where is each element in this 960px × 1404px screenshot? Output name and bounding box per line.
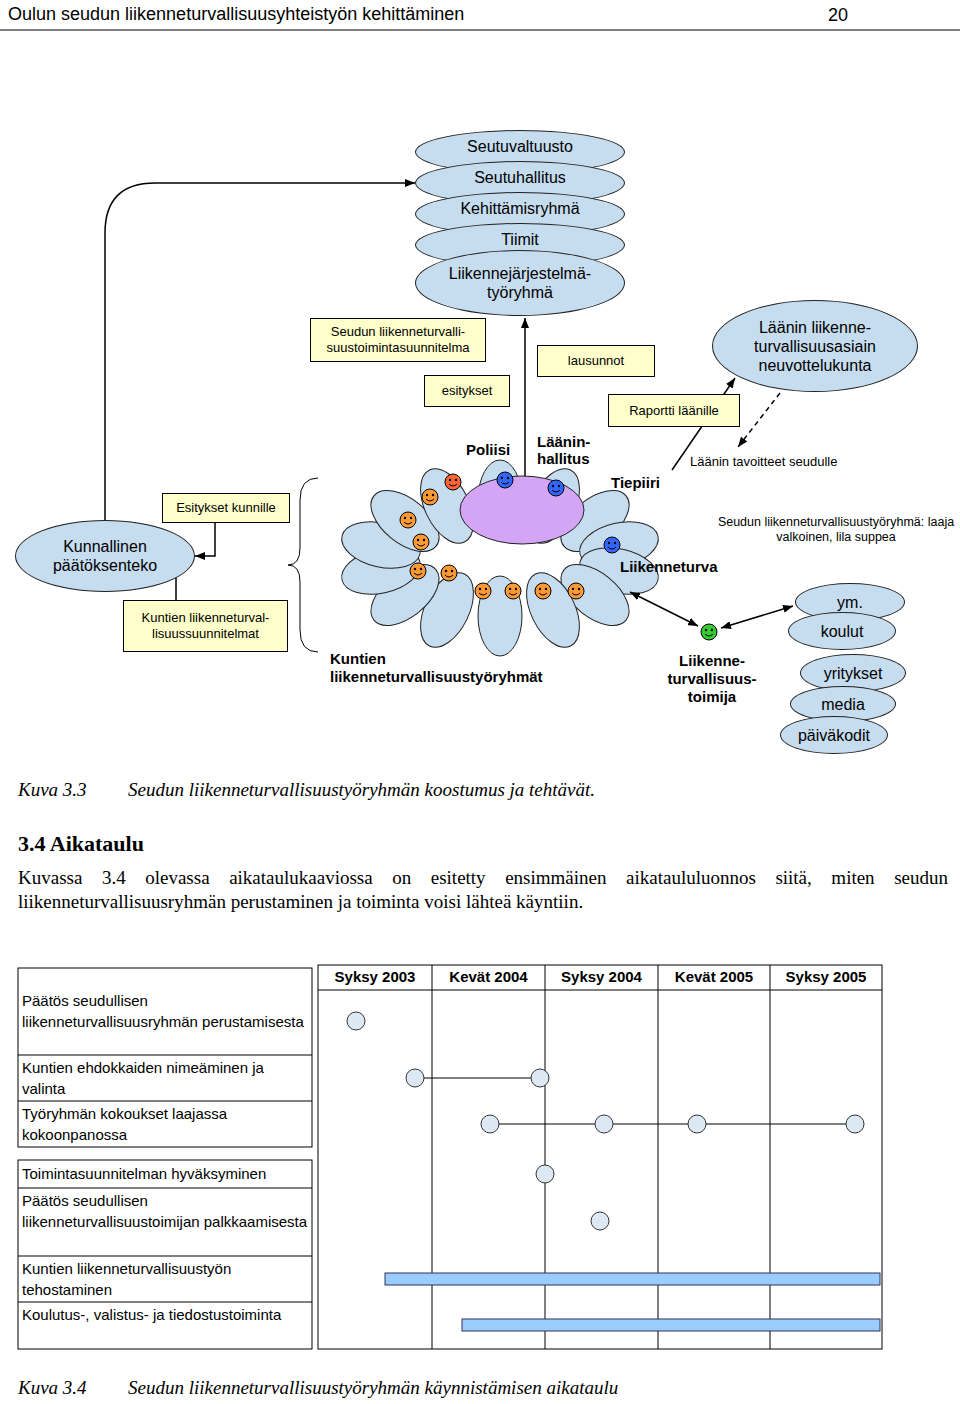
figure-caption-wrap: Seudun liikenneturvallisuustyöryhmän käy…	[128, 1376, 618, 1399]
node-text: media	[821, 695, 865, 714]
page-number-wrap: 20	[828, 4, 848, 26]
core-circle	[460, 476, 584, 544]
column-header: Kevät 2005	[658, 968, 770, 986]
member-name: Tiepiiri	[611, 474, 660, 492]
figure-number: Kuva 3.4	[18, 1376, 87, 1399]
figure-caption: Seudun liikenneturvallisuustyöryhmän koo…	[128, 778, 595, 801]
page-number: 20	[828, 4, 848, 26]
task-name-wrap: Kuntien ehdokkaiden nimeäminen ja valint…	[22, 1057, 308, 1099]
node-text: Seudun liikenneturvalli- suustoimintasuu…	[315, 324, 481, 356]
schedule-grid	[18, 965, 882, 1349]
member-name-wrap: Läänin- hallitus	[537, 433, 612, 467]
group-name-wrap: Kuntien liikenneturvallisuustyöryhmät	[330, 650, 595, 686]
daisy-petals	[337, 460, 663, 656]
figure-number: Kuva 3.3	[18, 778, 87, 801]
body-paragraph-wrap: Kuvassa 3.4 olevassa aikataulukaaviossa …	[18, 866, 948, 914]
column-header: Syksy 2003	[318, 968, 432, 986]
group-note: Seudun liikenneturvallisuustyöryhmä: laa…	[717, 515, 955, 545]
member-name-wrap: Tiepiiri	[611, 474, 660, 492]
figure-number-wrap: Kuva 3.4	[18, 1376, 87, 1399]
task-name: Koulutus-, valistus- ja tiedostustoimint…	[22, 1304, 308, 1325]
task-name-wrap: Työryhmän kokoukset laajassa kokoonpanos…	[22, 1103, 308, 1145]
plan-box: Kuntien liikenneturval- lisuussuunnitelm…	[123, 600, 288, 652]
task-name-wrap: Kuntien liikenneturvallisuustyön tehosta…	[22, 1258, 308, 1300]
schedule-bars	[385, 1273, 880, 1331]
node-text: Läänin liikenne- turvallisuusasiain neuv…	[740, 318, 890, 375]
council-ellipse: Läänin liikenne- turvallisuusasiain neuv…	[712, 300, 918, 392]
node-text: Tiimit	[501, 230, 539, 249]
member-name-wrap: Poliisi	[466, 441, 510, 459]
column-header-wrap: Kevät 2004	[432, 968, 545, 986]
node-text: Esitykset kunnille	[176, 500, 276, 516]
node-text: esitykset	[442, 383, 493, 399]
task-name: Päätös seudullisen liikenneturvallisuust…	[22, 1190, 308, 1232]
task-name-wrap: Koulutus-, valistus- ja tiedostustoimint…	[22, 1304, 308, 1325]
partner-ellipse: päiväkodit	[780, 716, 888, 754]
task-name-wrap: Päätös seudullisen liikenneturvallisuust…	[22, 1190, 308, 1232]
member-name-wrap: Liikenneturva	[620, 558, 718, 576]
task-name: Päätös seudullisen liikenneturvallisuusr…	[22, 990, 308, 1032]
node-text: Seutuvaltuusto	[467, 137, 573, 156]
figure-caption-wrap: Seudun liikenneturvallisuustyöryhmän koo…	[128, 778, 595, 801]
plan-box: Seudun liikenneturvalli- suustoimintasuu…	[310, 318, 486, 362]
column-header-wrap: Kevät 2005	[658, 968, 770, 986]
header-rule	[0, 30, 960, 31]
node-text: päiväkodit	[798, 726, 870, 745]
column-header-wrap: Syksy 2004	[545, 968, 658, 986]
node-text: Raportti läänille	[629, 403, 719, 419]
column-header-wrap: Syksy 2003	[318, 968, 432, 986]
task-name: Kuntien liikenneturvallisuustyön tehosta…	[22, 1258, 308, 1300]
page-header-title-text: Oulun seudun liikenneturvallisuusyhteist…	[8, 4, 464, 25]
up-arrow	[524, 318, 526, 476]
member-name: Poliisi	[466, 441, 510, 459]
cylinder-band: Liikennejärjestelmä- työryhmä	[415, 250, 625, 316]
flow-note: Läänin tavoitteet seudulle	[690, 454, 837, 470]
partner-ellipse: koulut	[788, 612, 896, 650]
statement-box: lausunnot	[537, 345, 655, 377]
schedule-milestones	[347, 1012, 864, 1230]
member-name: Läänin- hallitus	[537, 433, 612, 467]
page-header-title: Oulun seudun liikenneturvallisuusyhteist…	[8, 4, 464, 25]
report-box: Raportti läänille	[608, 394, 740, 427]
node-text: Kuntien liikenneturval- lisuussuunnitelm…	[128, 610, 283, 642]
member-faces	[400, 472, 717, 640]
proposal-box: Esitykset kunnille	[162, 493, 290, 523]
flow-note-wrap: Läänin tavoitteet seudulle	[690, 454, 837, 470]
task-name-wrap: Toimintasuunnitelman hyväksyminen	[22, 1163, 308, 1184]
node-text: yritykset	[824, 664, 883, 683]
link-arrow	[721, 606, 793, 628]
link-arrow	[630, 592, 698, 626]
group-note-wrap: Seudun liikenneturvallisuustyöryhmä: laa…	[717, 515, 955, 545]
column-header: Kevät 2004	[432, 968, 545, 986]
member-name: Liikenneturva	[620, 558, 718, 576]
proposal-box: esitykset	[424, 375, 510, 407]
brace	[288, 478, 318, 652]
goal-arrow	[738, 393, 780, 447]
section-heading: 3.4 Aikataulu	[18, 831, 144, 857]
task-name-wrap: Päätös seudullisen liikenneturvallisuusr…	[22, 990, 308, 1032]
group-name: Kuntien liikenneturvallisuustyöryhmät	[330, 650, 595, 686]
task-name: Työryhmän kokoukset laajassa kokoonpanos…	[22, 1103, 308, 1145]
task-name: Toimintasuunnitelman hyväksyminen	[22, 1163, 308, 1184]
column-header: Syksy 2004	[545, 968, 658, 986]
section-heading-wrap: 3.4 Aikataulu	[18, 831, 144, 857]
node-text: lausunnot	[568, 353, 624, 369]
decision-ellipse: Kunnallinen päätöksenteko	[15, 520, 195, 592]
flow-arrow	[195, 523, 215, 556]
column-header: Syksy 2005	[770, 968, 882, 986]
actor-name-wrap: Liikenne- turvallisuus- toimija	[656, 652, 768, 706]
node-text: Liikennejärjestelmä- työryhmä	[430, 264, 610, 302]
node-text: Kehittämisryhmä	[460, 199, 579, 218]
figure-number-wrap: Kuva 3.3	[18, 778, 87, 801]
actor-name: Liikenne- turvallisuus- toimija	[656, 652, 768, 706]
node-text: Kunnallinen päätöksenteko	[45, 537, 165, 575]
node-text: ym.	[837, 593, 863, 612]
figure-caption: Seudun liikenneturvallisuustyöryhmän käy…	[128, 1376, 618, 1399]
body-paragraph: Kuvassa 3.4 olevassa aikataulukaaviossa …	[18, 866, 948, 914]
column-header-wrap: Syksy 2005	[770, 968, 882, 986]
node-text: koulut	[821, 622, 864, 641]
node-text: Seutuhallitus	[474, 168, 566, 187]
task-name: Kuntien ehdokkaiden nimeäminen ja valint…	[22, 1057, 308, 1099]
